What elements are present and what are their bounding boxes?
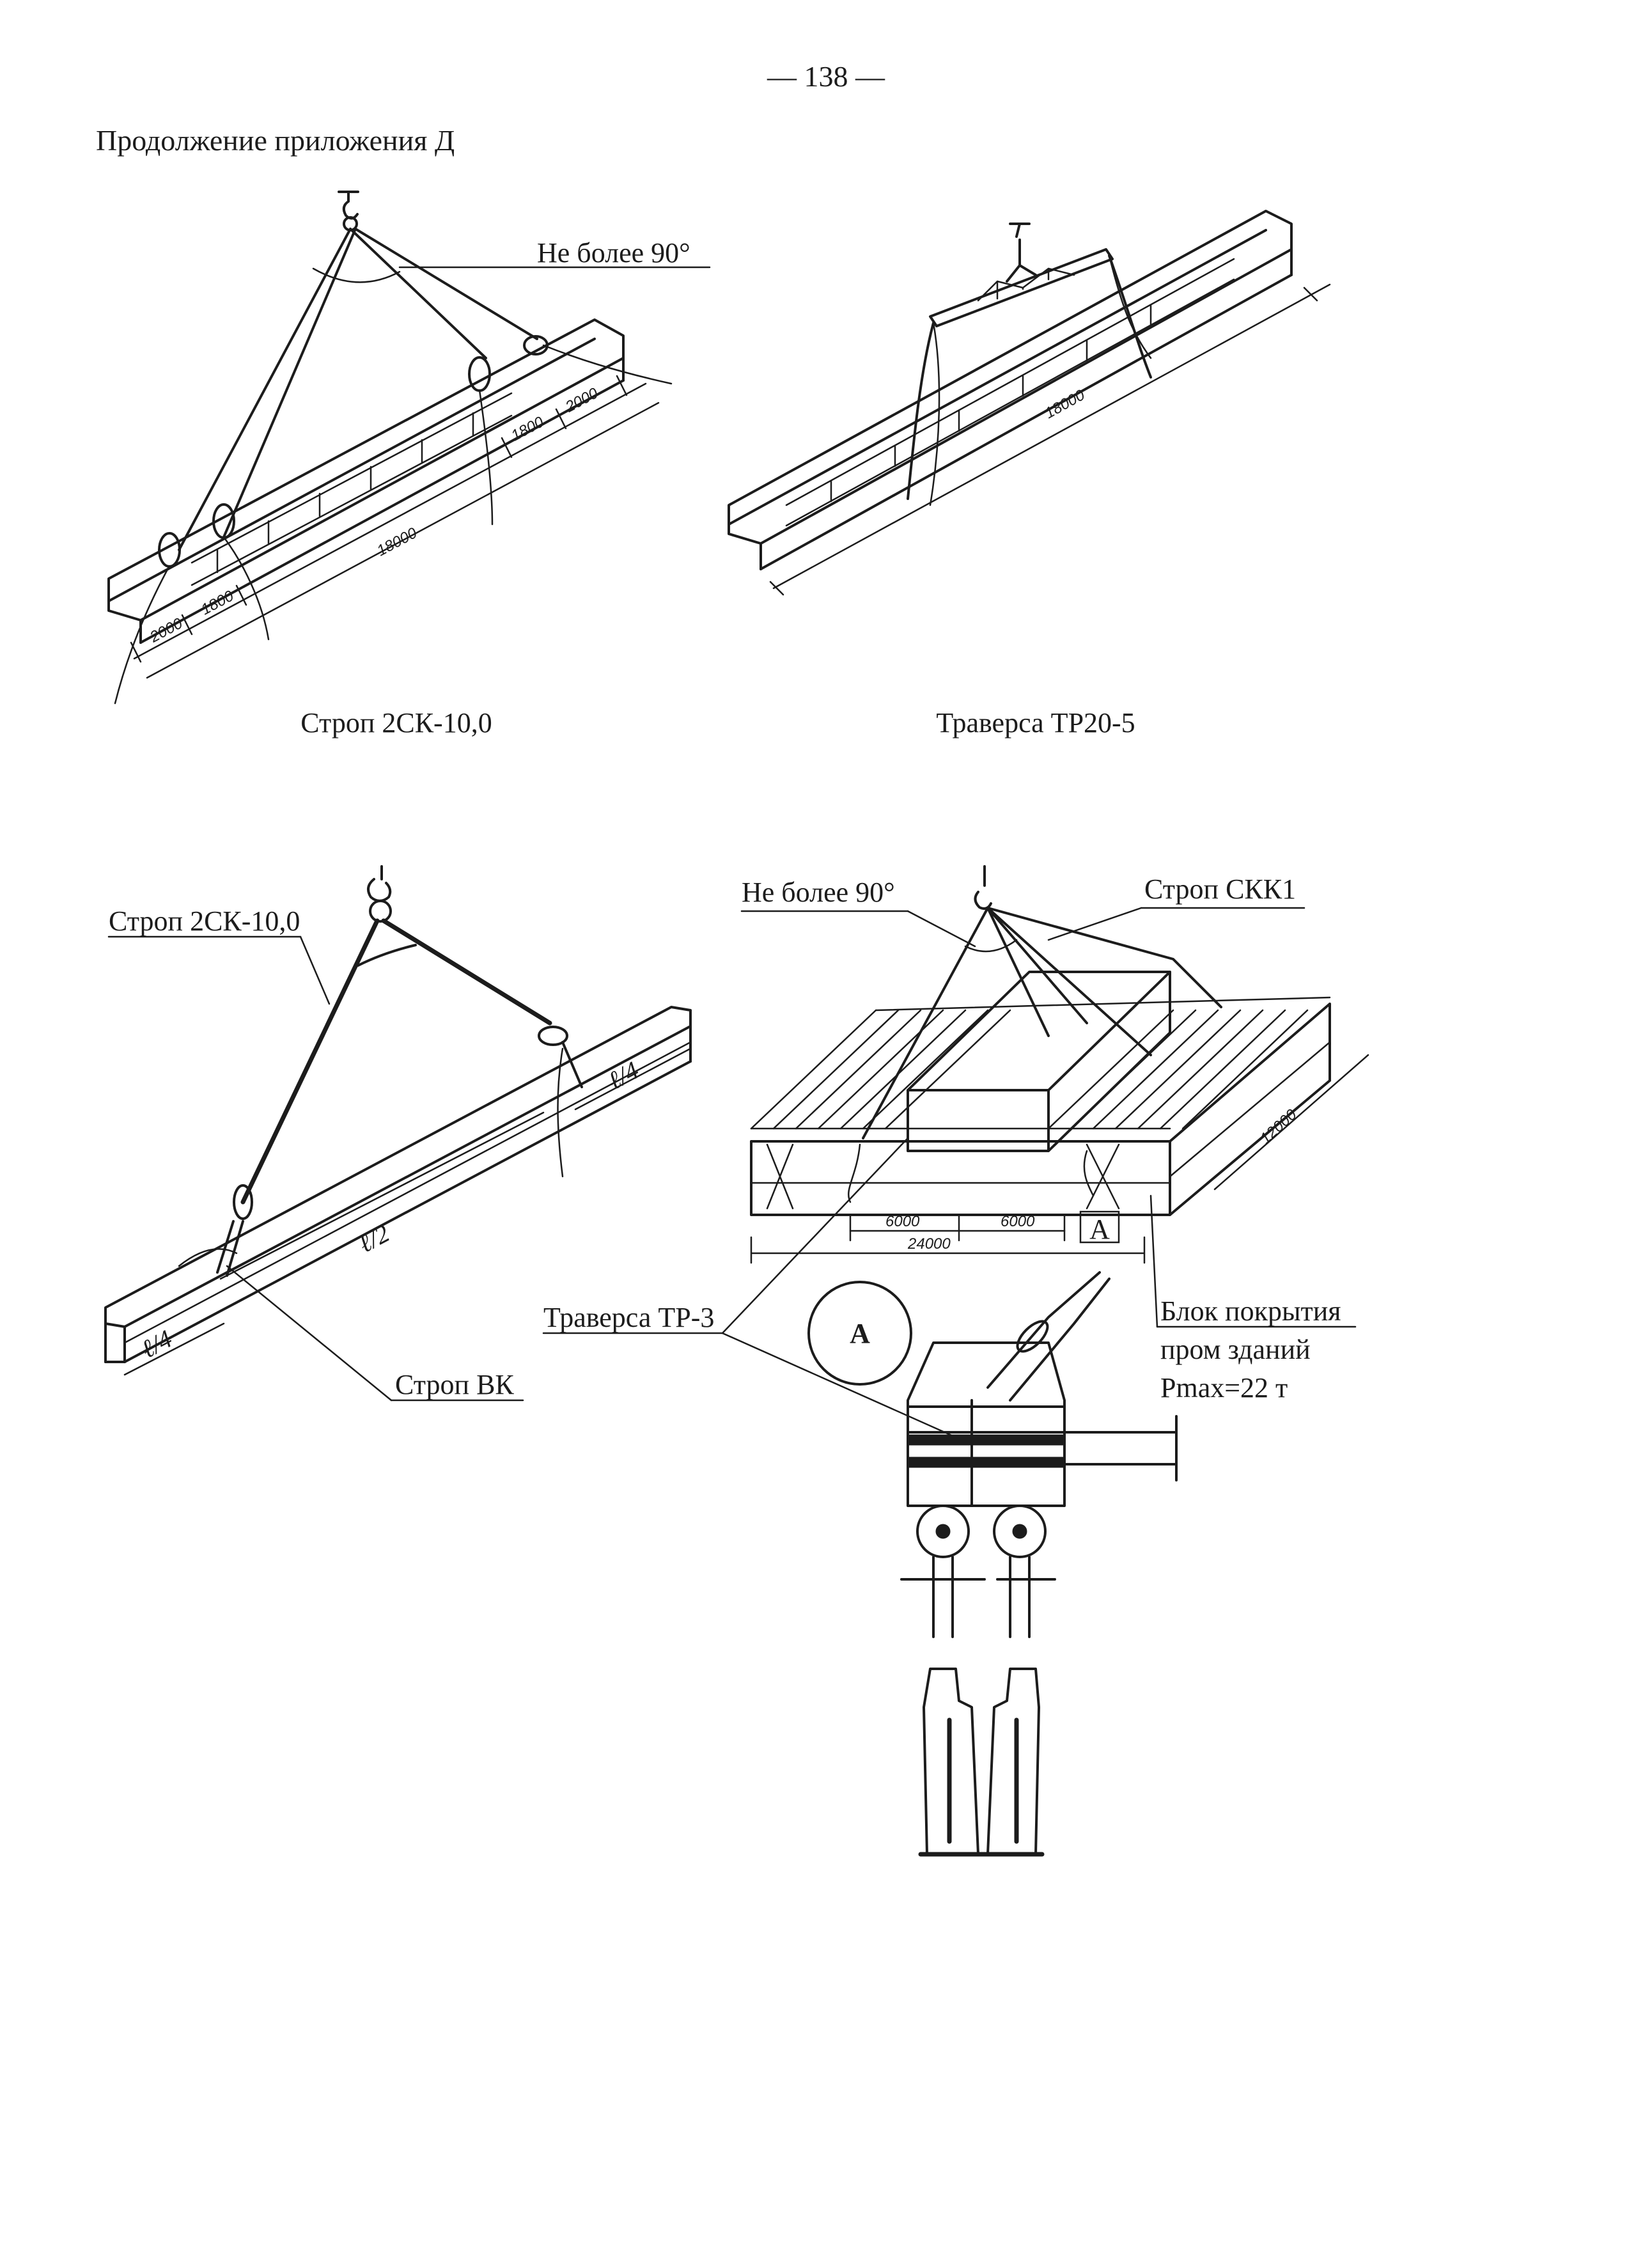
angle-label-1: Не более 90°: [537, 237, 690, 269]
label-block-1: Блок покрытия: [1160, 1295, 1341, 1327]
clamp-bottom: [923, 1668, 1040, 1856]
beam-2-body: [728, 210, 1293, 545]
figure-2-traverse-tr20: 18000 Траверса ТР20-5: [728, 210, 1331, 739]
top-shackle: [986, 1271, 1110, 1402]
label-block-2: пром зданий: [1160, 1334, 1311, 1365]
detail-a-label: А: [850, 1318, 870, 1349]
crane-hook-icon: [1006, 223, 1037, 283]
dim-6000-a: 6000: [885, 1213, 920, 1230]
sling-grip-icon: [233, 1184, 253, 1220]
sling-grip-icon: [523, 335, 549, 356]
ibeam-body: [104, 1006, 692, 1328]
traverse-hangers: [907, 254, 1152, 500]
label-block-3: Pmax=22 т: [1160, 1372, 1288, 1403]
label-traverse-tr3: Траверса ТР-3: [543, 1302, 714, 1333]
dimension-line-1: [133, 382, 647, 660]
label-strop-2sk: Строп 2СК-10,0: [109, 905, 300, 937]
page-number: — 138 —: [767, 60, 885, 93]
appendix-header: Продолжение приложения Д: [96, 124, 455, 157]
detail-a-circle: [807, 1281, 912, 1386]
dim-6000-b: 6000: [1001, 1213, 1035, 1230]
caption-fig2: Траверса ТР20-5: [936, 707, 1135, 739]
shackle-left-icon: [916, 1505, 970, 1558]
detail-marker-a: А: [1089, 1214, 1110, 1245]
roof-slats: [750, 996, 1331, 1130]
dim-l-half: ℓ/2: [354, 1219, 394, 1258]
sling-legs-4: [862, 907, 1222, 1139]
dim-18000: 18000: [374, 524, 420, 559]
shackle-right-icon: [993, 1505, 1047, 1558]
detail-block: [907, 1341, 1066, 1507]
label-strop-vk: Строп ВК: [395, 1369, 514, 1400]
dim-12000: 12000: [1257, 1106, 1300, 1147]
dimension-line-2: [772, 283, 1331, 590]
figure-4-roof-block: Не более 90° Строп СКК1 Траверса ТР-3 Бл…: [542, 865, 1369, 1440]
caption-fig1: Строп 2СК-10,0: [300, 707, 492, 739]
sling-legs-1: [178, 228, 538, 551]
dim-18000-fig2: 18000: [1042, 386, 1088, 422]
dim-24000: 24000: [907, 1235, 951, 1253]
crane-hook-icon: [367, 865, 392, 902]
detail-a: А: [807, 1271, 1178, 1857]
label-strop-skk1: Строп СКК1: [1144, 873, 1296, 905]
roof-block-frame: [750, 1003, 1331, 1216]
sling-grip-icon: [538, 1026, 568, 1046]
figure-1-sling-2sk: Не более 90° 2000 1800 18000 1800 2000 С…: [107, 191, 711, 739]
figure-3-sling-ibeam: Строп 2СК-10,0 Строп ВК ℓ/2 ℓ/4 ℓ/4: [104, 865, 692, 1402]
sling-grip-icon: [468, 356, 491, 392]
crane-hook-icon: [974, 865, 992, 910]
sling-legs-3: [240, 918, 552, 1205]
angle-label-fig4: Не более 90°: [742, 877, 895, 908]
crane-hook-icon: [338, 191, 359, 220]
traverse-tr3: [907, 971, 1171, 1152]
